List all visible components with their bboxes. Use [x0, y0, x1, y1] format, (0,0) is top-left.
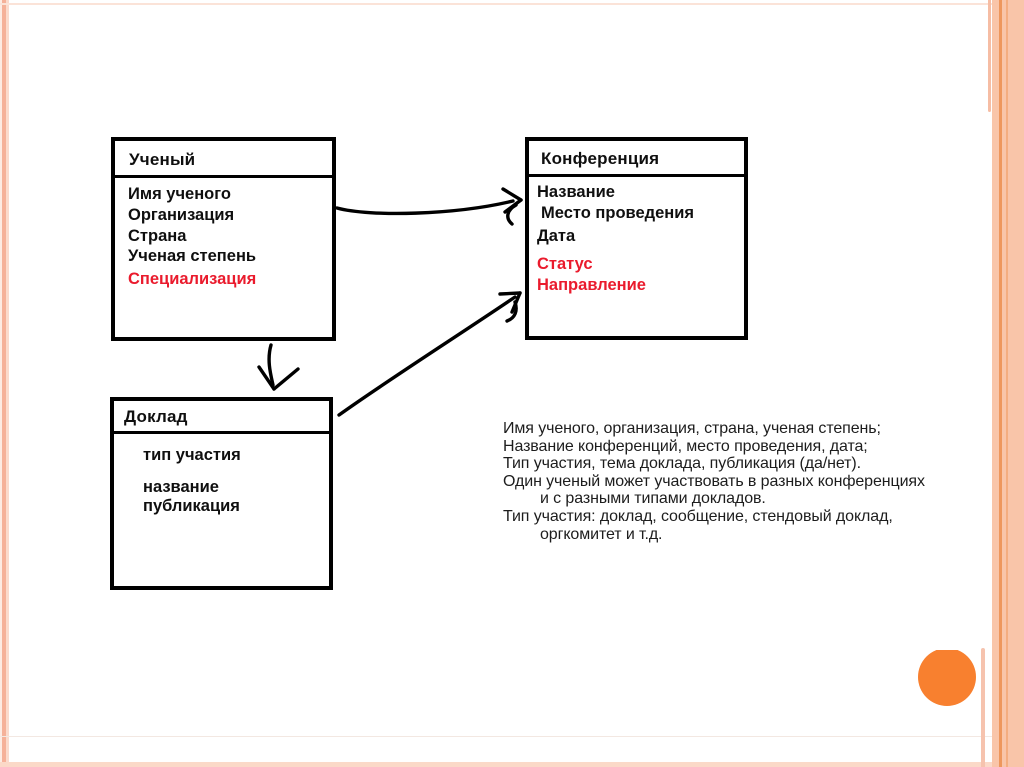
right-accent-dash-top — [988, 0, 991, 112]
entity-title: Доклад — [114, 401, 329, 434]
entity-field: Дата — [537, 227, 576, 245]
entity-title: Ученый — [115, 141, 332, 178]
entity-field: название — [143, 478, 219, 496]
arrow-report-to-conference — [337, 291, 522, 417]
entity-field: Место проведения — [541, 204, 695, 222]
arrow-scientist-to-report — [257, 343, 300, 391]
orange-circle — [918, 650, 976, 706]
entity-field: Специализация — [128, 270, 257, 289]
note-line: Имя ученого, организация, страна, ученая… — [503, 420, 881, 437]
left-accent-stripe — [2, 0, 6, 767]
right-accent-band-line-1 — [999, 0, 1002, 767]
footer-divider-line — [0, 736, 1024, 737]
note-line: Название конференций, место проведения, … — [503, 437, 868, 455]
entity-fields: тип участия название публикация — [114, 434, 329, 516]
entity-fields: Название Место проведения Дата Статус На… — [529, 177, 744, 296]
entity-scientist: Ученый Имя ученого Организация Страна Уч… — [111, 137, 336, 341]
note-line: Тип участия: доклад, сообщение, стендовы… — [503, 507, 893, 525]
entity-field: публикация — [143, 497, 240, 515]
bottom-accent-strip — [0, 762, 1024, 767]
entity-field: тип участия — [143, 446, 241, 464]
notes-block: Имя ученого, организация, страна, ученая… — [503, 420, 983, 543]
right-accent-dash-bottom — [981, 648, 985, 767]
top-accent-line — [0, 3, 1024, 5]
note-line: оргкомитет и т.д. — [540, 525, 663, 543]
right-accent-band-line-2 — [1006, 0, 1008, 767]
right-accent-band — [992, 0, 1024, 767]
entity-field: Статус — [537, 255, 593, 273]
entity-title: Конференция — [529, 141, 744, 177]
note-line: Тип участия, тема доклада, публикация (д… — [503, 455, 861, 473]
entity-report: Доклад тип участия название публикация — [110, 397, 333, 590]
entity-field: Организация — [128, 205, 235, 224]
entity-field: Имя ученого — [128, 185, 231, 203]
entity-field: Страна — [128, 226, 187, 245]
entity-conference: Конференция Название Место проведения Да… — [525, 137, 748, 340]
arrow-scientist-to-conference — [335, 187, 523, 226]
note-line: и с разными типами докладов. — [540, 490, 766, 508]
entity-fields: Имя ученого Организация Страна Ученая ст… — [115, 178, 332, 290]
entity-field: Ученая степень — [128, 247, 257, 266]
left-accent-stripe-outer — [0, 0, 2, 767]
entity-field: Направление — [537, 276, 646, 294]
note-line: Один ученый может участвовать в разных к… — [503, 472, 925, 490]
left-accent-stripe-inner — [6, 0, 9, 767]
entity-field: Название — [537, 183, 615, 201]
